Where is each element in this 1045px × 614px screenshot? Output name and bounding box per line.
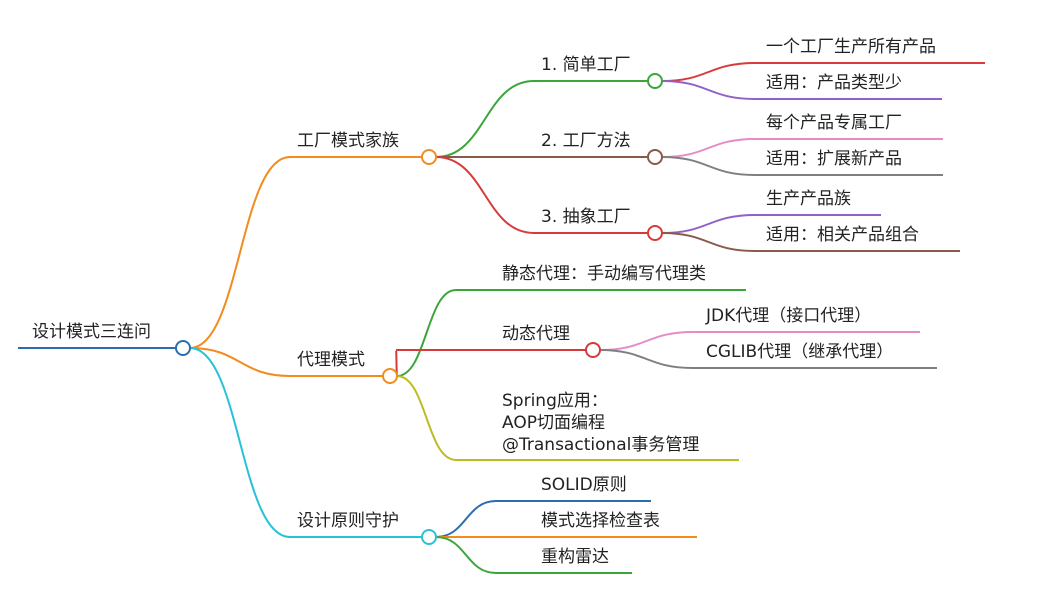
branch-1-child-2-leaf-2-connector	[661, 156, 756, 176]
branch-3[interactable]: 设计原则守护	[297, 511, 399, 531]
branch-2-child-1-connector	[396, 289, 457, 377]
branch-1-child-3-leaf-1[interactable]: 生产产品族	[766, 189, 851, 209]
branch-1-child-3-leaf-2-connector	[661, 232, 756, 252]
branch-2-child-3[interactable]: Spring应用：AOP切面编程@Transactional事务管理	[502, 390, 699, 456]
branch-2-child-3-line-2: @Transactional事务管理	[502, 435, 700, 455]
branch-1-child-2[interactable]: 2. 工厂方法	[541, 131, 631, 151]
branch-1-connector	[189, 156, 291, 349]
branch-2-child-3-connector	[396, 375, 457, 461]
branch-1-node-toggle[interactable]	[421, 149, 437, 165]
branch-2-child-2-node-toggle[interactable]	[585, 342, 601, 358]
branch-2-child-3-line-1: AOP切面编程	[502, 413, 605, 433]
branch-3-child-2[interactable]: 模式选择检查表	[541, 511, 660, 531]
branch-1-child-1[interactable]: 1. 简单工厂	[541, 55, 631, 75]
branch-2-child-2-leaf-1-connector	[599, 331, 694, 351]
branch-3-child-3[interactable]: 重构雷达	[541, 547, 609, 567]
branch-2-node-toggle[interactable]	[382, 368, 398, 384]
branch-2-child-3-line-0: Spring应用：	[502, 391, 608, 411]
branch-3-child-3-connector	[435, 536, 497, 574]
branch-2-child-2-leaf-1[interactable]: JDK代理（接口代理）	[706, 306, 872, 326]
branch-3-connector	[189, 347, 291, 538]
branch-2-child-2[interactable]: 动态代理	[502, 324, 570, 344]
branch-1-child-3[interactable]: 3. 抽象工厂	[541, 207, 631, 227]
branch-1-child-1-leaf-2-connector	[661, 80, 756, 100]
branch-1[interactable]: 工厂模式家族	[297, 131, 399, 151]
branch-3-node-toggle[interactable]	[421, 529, 437, 545]
branch-1-child-1-leaf-1-connector	[661, 62, 756, 82]
branch-1-child-2-node-toggle[interactable]	[647, 149, 663, 165]
branch-2-child-2-leaf-2-connector	[599, 349, 694, 369]
branch-1-child-1-leaf-1[interactable]: 一个工厂生产所有产品	[766, 37, 936, 57]
branch-1-child-1-node-toggle[interactable]	[647, 73, 663, 89]
branch-1-child-2-leaf-1[interactable]: 每个产品专属工厂	[766, 113, 902, 133]
branch-1-child-1-leaf-2[interactable]: 适用：产品类型少	[766, 73, 902, 93]
branch-1-child-2-leaf-1-connector	[661, 138, 756, 158]
branch-2-connector	[189, 347, 291, 377]
branch-1-child-3-leaf-2[interactable]: 适用：相关产品组合	[766, 225, 919, 245]
root-node[interactable]: 设计模式三连问	[32, 322, 151, 342]
branch-2-child-2-leaf-2[interactable]: CGLIB代理（继承代理）	[706, 342, 894, 362]
branch-1-child-2-leaf-2[interactable]: 适用：扩展新产品	[766, 149, 902, 169]
branch-1-child-3-node-toggle[interactable]	[647, 225, 663, 241]
branch-3-child-1-connector	[435, 500, 497, 538]
branch-3-child-1[interactable]: SOLID原则	[541, 475, 627, 495]
branch-1-child-1-connector	[435, 80, 535, 158]
branch-1-child-3-connector	[435, 156, 535, 234]
branch-2-child-1[interactable]: 静态代理：手动编写代理类	[502, 264, 706, 284]
branch-1-child-3-leaf-1-connector	[661, 214, 756, 234]
branch-2[interactable]: 代理模式	[297, 350, 365, 370]
root-node-toggle[interactable]	[175, 340, 191, 356]
